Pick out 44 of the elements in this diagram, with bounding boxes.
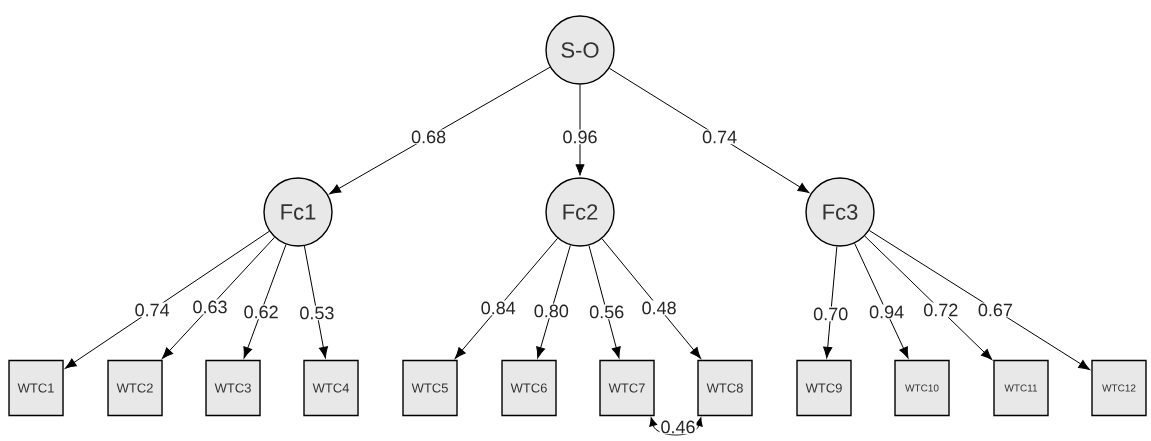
edge-label: 0.68 — [410, 129, 448, 145]
indicator-box: WTC5 — [402, 359, 458, 417]
indicator-box: WTC3 — [205, 359, 261, 417]
arrow — [854, 242, 909, 359]
arrow — [608, 67, 810, 194]
arrow — [588, 245, 621, 359]
indicator-box: WTC10 — [894, 359, 950, 417]
edge-label: 0.74 — [133, 302, 171, 318]
edge-label: 0.84 — [479, 300, 517, 316]
arrow — [649, 417, 703, 436]
indicator-box: WTC9 — [796, 359, 852, 417]
edge-label: 0.67 — [976, 302, 1014, 318]
indicator-box: WTC7 — [599, 359, 655, 417]
edge-label: 0.48 — [640, 300, 678, 316]
edge-label: 0.96 — [561, 129, 599, 145]
arrow — [536, 244, 571, 359]
arrow — [575, 84, 585, 176]
arrow — [864, 235, 993, 361]
indicator-box: WTC12 — [1091, 359, 1147, 417]
indicator-box: WTC8 — [697, 359, 753, 417]
arrow — [454, 237, 558, 359]
indicator-box: WTC1 — [8, 359, 64, 417]
edge-label: 0.94 — [868, 304, 906, 320]
edge-label: 0.56 — [588, 304, 626, 320]
edge-label: 0.72 — [922, 302, 960, 318]
arrow — [823, 246, 838, 359]
arrow — [303, 245, 328, 359]
arrow — [601, 238, 701, 359]
indicator-box: WTC6 — [501, 359, 557, 417]
indicator-box: WTC4 — [303, 359, 359, 417]
arrow — [161, 236, 275, 359]
edge-label: 0.63 — [191, 299, 229, 315]
arrow — [243, 244, 287, 359]
indicator-box: WTC2 — [107, 359, 163, 417]
arrow — [868, 230, 1091, 370]
edge-label: 0.53 — [298, 305, 336, 321]
edge-label: 0.74 — [701, 129, 739, 145]
edge-label: 0.80 — [532, 303, 570, 319]
indicator-box: WTC11 — [993, 359, 1049, 417]
arrow — [329, 66, 551, 195]
edge-label: 0.70 — [812, 306, 850, 322]
arrow — [64, 230, 270, 369]
edge-label: 0.46 — [659, 419, 697, 435]
edge-label: 0.62 — [242, 304, 280, 320]
